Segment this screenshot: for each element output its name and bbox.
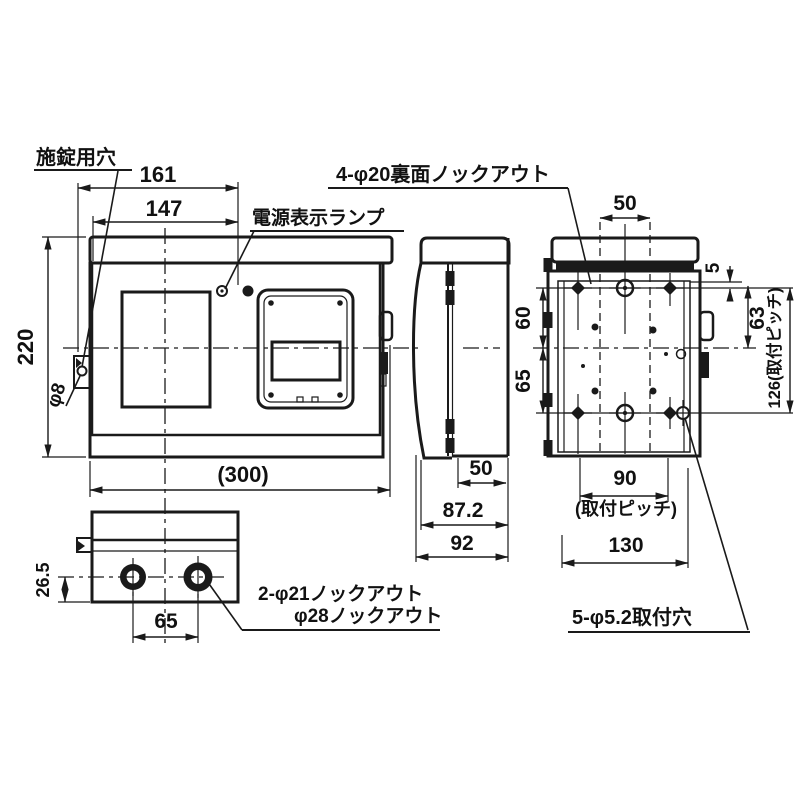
- dim-text-300: (300): [217, 462, 268, 487]
- dim-text-147: 147: [146, 196, 183, 221]
- breaker-window: [256, 288, 355, 410]
- hinge-block: [543, 440, 553, 456]
- front-door: [90, 261, 382, 437]
- screw-icon: [337, 300, 343, 306]
- dim-text-87: 87.2: [443, 499, 484, 522]
- front-view: [63, 228, 418, 648]
- bottom-body: [90, 510, 240, 604]
- hinge-block: [543, 258, 553, 272]
- dim-text-50-side: 50: [469, 457, 492, 480]
- label-knockout-21: 2-φ21ノックアウト: [258, 583, 423, 605]
- latch-handle: [700, 352, 709, 378]
- hinge-block: [543, 393, 553, 407]
- mount-hole-icon: [649, 387, 657, 395]
- dim-text-60: 60: [512, 306, 535, 329]
- hinge-block: [543, 312, 553, 328]
- side-door-curve: [411, 262, 452, 460]
- dimension-lines: [44, 184, 794, 641]
- label-rear-knockout: 4-φ20裏面ノックアウト: [336, 162, 550, 186]
- dim-text-65-rear: 65: [512, 369, 535, 393]
- label-mount-holes: 5-φ5.2取付穴: [572, 605, 692, 629]
- side-view: [411, 236, 511, 460]
- latch-bump: [378, 310, 394, 342]
- hinge-block: [445, 419, 455, 434]
- dim-text-161: 161: [140, 162, 177, 187]
- dim-text-126: 126(取付ピッチ): [764, 287, 784, 408]
- dim-text-92: 92: [450, 532, 473, 555]
- label-knockout-28: φ28ノックアウト: [294, 605, 442, 627]
- dim-text-50-rear: 50: [613, 192, 636, 215]
- leader-lines: [34, 169, 750, 633]
- label-power-lamp: 電源表示ランプ: [252, 206, 385, 229]
- front-lid: [88, 235, 394, 265]
- screw-icon: [268, 300, 274, 306]
- lamp-dot: [242, 285, 254, 297]
- dim-text-63: 63: [746, 306, 769, 329]
- dim-text-26-5: 26.5: [33, 562, 53, 597]
- dim-text-5: 5: [703, 262, 724, 273]
- hinge-block: [445, 271, 455, 286]
- hinge-tab: [76, 537, 93, 553]
- screw-icon: [337, 392, 343, 398]
- rear-view: [533, 222, 793, 458]
- dim-text-220: 220: [13, 329, 38, 366]
- dim-text-130: 130: [608, 534, 643, 557]
- dim-text-65-bottom: 65: [154, 610, 178, 633]
- annotations: 施錠用穴 161 147 220 φ8 (300) 電源表示ランプ 4-φ20裏…: [13, 145, 784, 633]
- meter-window: [120, 290, 212, 409]
- label-lock-hole: 施錠用穴: [36, 145, 116, 169]
- mount-hole-icon: [649, 326, 657, 334]
- breaker-opening: [270, 340, 342, 382]
- dim-text-90: 90: [613, 467, 636, 490]
- rear-knockouts: [564, 224, 690, 454]
- hinge-tab: [73, 355, 91, 389]
- bottom-view: [58, 510, 240, 604]
- lock-hole: [76, 365, 88, 377]
- hinge-block: [445, 438, 455, 453]
- power-lamp: [216, 285, 228, 297]
- side-cap: [419, 236, 511, 265]
- latch-handle: [380, 352, 388, 374]
- rear-body: [546, 269, 702, 458]
- dim-note-pitch: (取付ピッチ): [575, 498, 677, 519]
- mount-hole-icon: [591, 323, 599, 331]
- mount-hole-icon: [675, 348, 687, 360]
- mount-hole-icon: [591, 387, 599, 395]
- latch-bump: [698, 310, 715, 342]
- hinge-block: [445, 290, 455, 305]
- screw-icon: [268, 392, 274, 398]
